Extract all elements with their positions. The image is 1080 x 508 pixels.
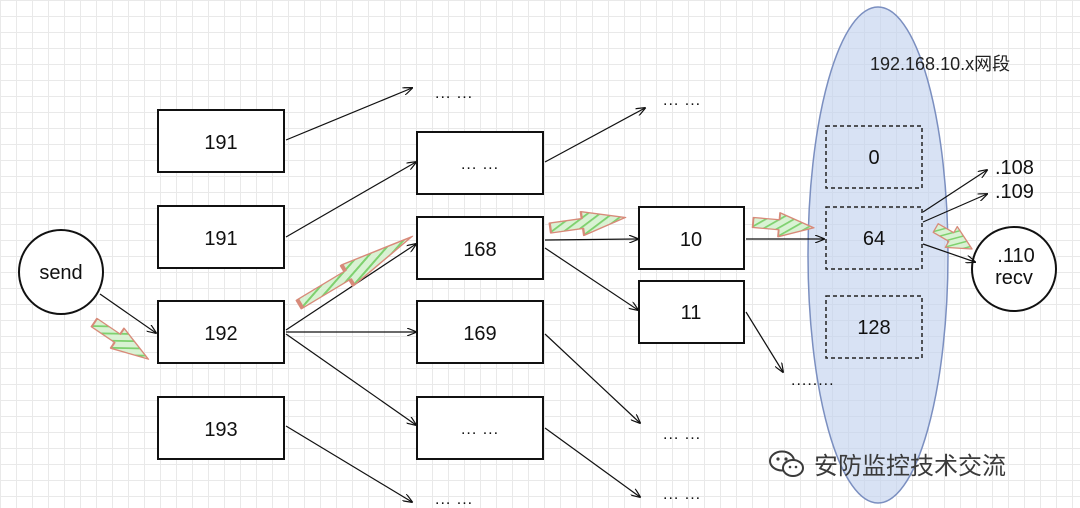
connector-arrow: [285, 333, 416, 425]
connector-arrow: [922, 170, 987, 213]
connector-arrow: [544, 427, 640, 497]
connector-arrow: [544, 108, 645, 163]
connector-arrow: [285, 162, 416, 238]
connector-arrow: [922, 194, 987, 223]
svg-text:.110: .110: [997, 245, 1034, 267]
connector-arrow: [544, 333, 640, 423]
route-highlight-arrow: [751, 212, 815, 238]
host-label-109: .109: [995, 181, 1034, 203]
svg-text:... ...: ... ...: [461, 156, 499, 173]
svg-text:193: 193: [204, 419, 237, 441]
watermark-text: 安防监控技术交流: [814, 452, 1006, 480]
svg-text:64: 64: [863, 228, 885, 250]
svg-text:191: 191: [204, 228, 237, 250]
connector-arrow: [99, 293, 156, 333]
octet1-box-193: 193: [157, 396, 285, 460]
host-block-128: 128: [825, 295, 923, 359]
ellipsis-label: ........: [791, 372, 835, 389]
octet2-box-ellipsis-top: ... ...: [416, 131, 544, 195]
svg-text:192: 192: [204, 323, 237, 345]
wechat-icon: [768, 449, 806, 479]
send-node: send: [18, 229, 104, 315]
connector-arrow: [922, 243, 975, 262]
ellipsis-label: ... ...: [435, 85, 473, 102]
octet2-box-169: 169: [416, 300, 544, 364]
watermark: 安防监控技术交流: [768, 446, 1006, 481]
connector-arrow: [285, 244, 416, 331]
subnet-ellipse: [807, 6, 949, 504]
svg-text:11: 11: [681, 302, 702, 324]
octet1-box-191a: 191: [157, 109, 285, 173]
svg-text:128: 128: [857, 317, 890, 339]
ellipsis-label: ... ...: [435, 491, 473, 508]
connector-arrow: [544, 247, 638, 310]
connector-arrow: [544, 239, 638, 240]
svg-text:10: 10: [680, 229, 702, 251]
recv-node: .110 recv: [971, 226, 1057, 312]
route-highlight-arrow: [90, 317, 150, 360]
connector-arrow: [285, 88, 412, 141]
octet2-box-ellipsis-bottom: ... ...: [416, 396, 544, 460]
route-highlight-arrow: [548, 210, 627, 237]
svg-text:0: 0: [868, 147, 879, 169]
host-block-64: 64: [825, 206, 923, 270]
octet1-box-192: 192: [157, 300, 285, 364]
host-block-0: 0: [825, 125, 923, 189]
svg-text:... ...: ... ...: [461, 421, 499, 438]
ellipsis-label: ... ...: [663, 426, 701, 443]
octet1-box-191b: 191: [157, 205, 285, 269]
ellipsis-label: ... ...: [663, 486, 701, 503]
route-highlight-arrow: [295, 235, 414, 310]
octet3-box-11: 11: [638, 280, 745, 344]
connector-arrow: [285, 425, 412, 502]
segment-label: 192.168.10.x网段: [870, 54, 1010, 74]
svg-text:168: 168: [463, 239, 496, 261]
connector-arrow: [745, 311, 783, 372]
svg-text:recv: recv: [995, 267, 1033, 289]
ellipsis-label: ... ...: [663, 92, 701, 109]
octet3-box-10: 10: [638, 206, 745, 270]
host-label-108: .108: [995, 157, 1034, 179]
svg-text:169: 169: [463, 323, 496, 345]
octet2-box-168: 168: [416, 216, 544, 280]
svg-text:send: send: [39, 262, 82, 284]
svg-text:191: 191: [204, 132, 237, 154]
route-highlight-arrow: [932, 223, 973, 250]
